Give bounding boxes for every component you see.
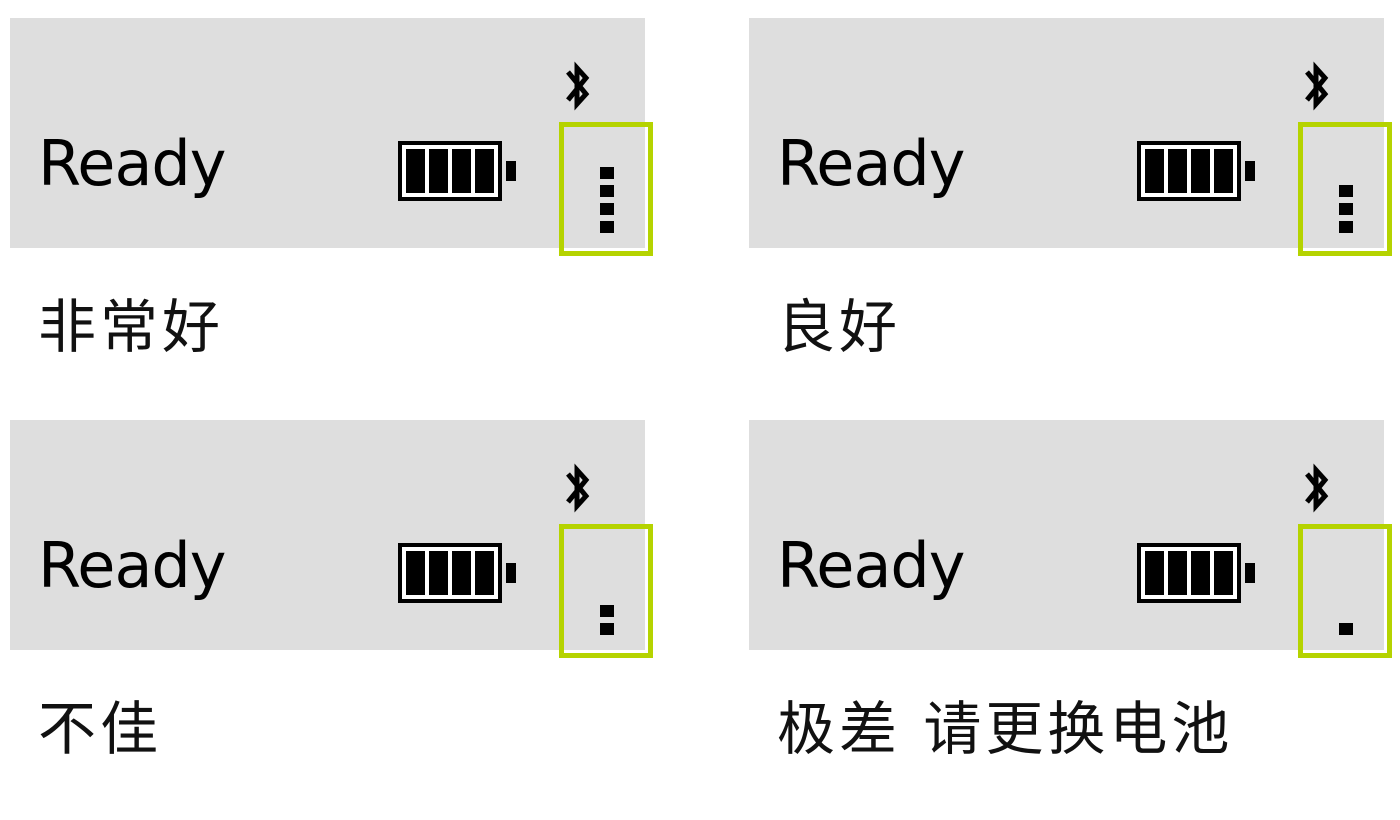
lcd-display: Ready (10, 420, 645, 650)
signal-strength-icon (1339, 623, 1353, 635)
battery-cell (406, 149, 425, 193)
battery-cells (406, 551, 494, 595)
battery-cell (475, 149, 494, 193)
battery-cell (452, 149, 471, 193)
battery-cell (475, 551, 494, 595)
signal-strength-highlight (559, 122, 653, 256)
battery-cell (429, 551, 448, 595)
signal-bar (1339, 185, 1353, 197)
status-text: Ready (777, 127, 965, 200)
bluetooth-icon (1305, 463, 1329, 513)
signal-bar (600, 185, 614, 197)
battery-cell (1145, 149, 1164, 193)
signal-panel-very-poor: Ready 极差 请更换电池 (749, 420, 1392, 820)
signal-bar (600, 221, 614, 233)
battery-tip (1245, 161, 1255, 181)
battery-tip (506, 563, 516, 583)
signal-quality-caption: 非常好 (38, 293, 225, 361)
lcd-display: Ready (10, 18, 645, 248)
signal-strength-icon (600, 605, 614, 635)
battery-cell (1191, 149, 1210, 193)
signal-strength-highlight (1298, 122, 1392, 256)
lcd-display: Ready (749, 420, 1384, 650)
status-text: Ready (777, 529, 965, 602)
bluetooth-icon (566, 61, 590, 111)
signal-bar (1339, 623, 1353, 635)
battery-icon (1137, 141, 1255, 201)
signal-quality-caption: 不佳 (38, 695, 163, 763)
battery-cell (406, 551, 425, 595)
battery-tip (506, 161, 516, 181)
battery-cell (1145, 551, 1164, 595)
battery-cells (406, 149, 494, 193)
signal-bar (1339, 203, 1353, 215)
battery-cell (1168, 149, 1187, 193)
battery-tip (1245, 563, 1255, 583)
status-text: Ready (38, 127, 226, 200)
battery-cells (1145, 551, 1233, 595)
battery-cell (1191, 551, 1210, 595)
signal-bar (600, 167, 614, 179)
bluetooth-icon (566, 463, 590, 513)
battery-icon (1137, 543, 1255, 603)
bluetooth-icon (1305, 61, 1329, 111)
battery-icon (398, 543, 516, 603)
signal-strength-highlight (1298, 524, 1392, 658)
signal-quality-caption: 极差 请更换电池 (777, 695, 1234, 763)
signal-bar (600, 203, 614, 215)
signal-strength-icon (1339, 185, 1353, 233)
signal-panel-excellent: Ready 非常好 (10, 18, 653, 418)
signal-strength-highlight (559, 524, 653, 658)
signal-bar (600, 623, 614, 635)
signal-quality-caption: 良好 (777, 293, 902, 361)
signal-strength-icon (600, 167, 614, 233)
signal-bar (1339, 221, 1353, 233)
battery-cell (1168, 551, 1187, 595)
battery-cell (452, 551, 471, 595)
battery-cells (1145, 149, 1233, 193)
battery-icon (398, 141, 516, 201)
signal-panel-poor: Ready 不佳 (10, 420, 653, 820)
signal-panel-good: Ready 良好 (749, 18, 1392, 418)
lcd-display: Ready (749, 18, 1384, 248)
battery-cell (429, 149, 448, 193)
status-text: Ready (38, 529, 226, 602)
signal-bar (600, 605, 614, 617)
battery-cell (1214, 551, 1233, 595)
battery-cell (1214, 149, 1233, 193)
